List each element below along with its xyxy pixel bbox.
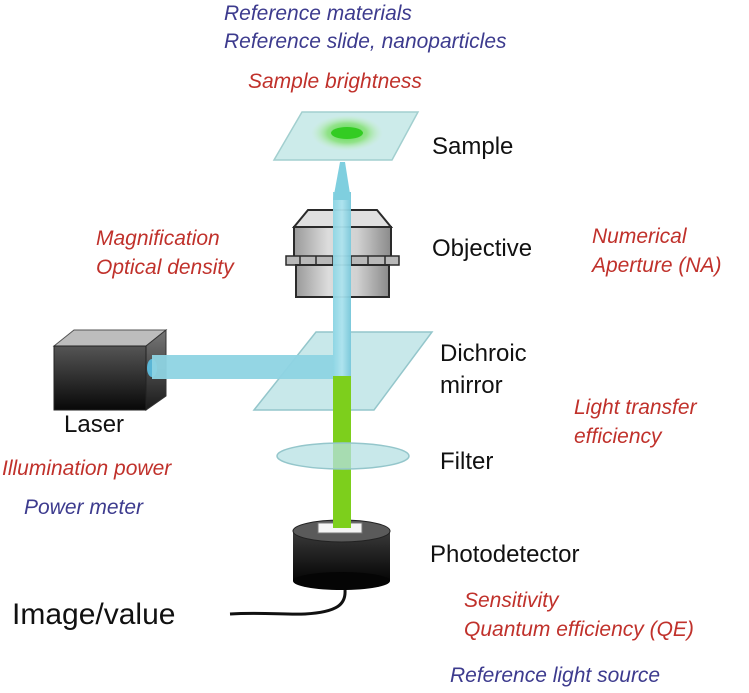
laser-icon	[52, 328, 168, 411]
light-transfer-line1: Light transfer	[574, 396, 697, 419]
sample-brightness-label: Sample brightness	[248, 70, 422, 93]
detector-cable	[229, 589, 347, 616]
excitation-beam-horizontal	[152, 355, 350, 379]
light-transfer-line2: efficiency	[574, 425, 662, 448]
dichroic-label-line1: Dichroic	[440, 340, 527, 367]
numerical-aperture-line1: Numerical	[592, 225, 687, 248]
image-value-label: Image/value	[12, 598, 176, 631]
sample-slide-icon	[272, 111, 420, 161]
optical-density-label: Optical density	[96, 256, 234, 279]
laser-label: Laser	[64, 411, 125, 438]
power-meter-label: Power meter	[24, 496, 144, 519]
sensitivity-label: Sensitivity	[464, 589, 559, 612]
numerical-aperture-line2: Aperture (NA)	[592, 254, 722, 277]
illumination-power-label: Illumination power	[2, 457, 172, 480]
beam-focus-cone	[333, 162, 351, 200]
filter-label: Filter	[440, 448, 494, 475]
sample-label: Sample	[432, 133, 514, 160]
photodetector-label: Photodetector	[430, 541, 580, 568]
quantum-efficiency-label: Quantum efficiency (QE)	[464, 618, 694, 641]
reference-slide-label: Reference slide, nanoparticles	[224, 30, 507, 53]
objective-label: Objective	[432, 235, 533, 262]
reference-materials-label: Reference materials	[224, 2, 412, 25]
beam-through-objective	[333, 200, 351, 300]
photodetector-icon	[292, 518, 391, 590]
dichroic-label-line2: mirror	[440, 372, 503, 399]
reference-light-source-label: Reference light source	[450, 664, 661, 687]
filter-icon	[276, 442, 410, 470]
magnification-label: Magnification	[96, 227, 220, 250]
